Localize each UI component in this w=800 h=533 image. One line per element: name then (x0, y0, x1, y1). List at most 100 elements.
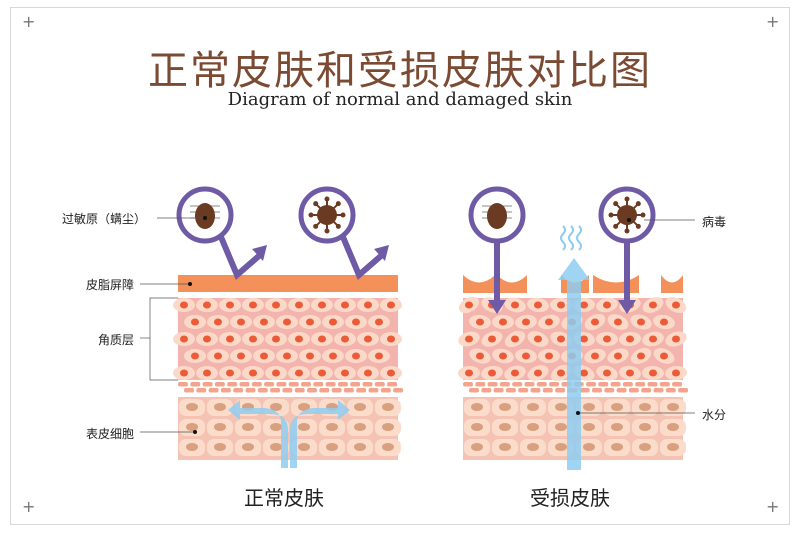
page-subtitle: Diagram of normal and damaged skin (227, 89, 573, 110)
cell-nucleus (583, 423, 595, 431)
granular-cell (586, 382, 596, 387)
cell-nucleus (283, 318, 291, 326)
granular-cell (288, 382, 299, 387)
cell-nucleus (471, 443, 483, 451)
cell-nucleus (318, 335, 326, 343)
leader-dot (203, 216, 207, 220)
cell-nucleus (667, 443, 679, 451)
granular-cell (530, 388, 541, 393)
damaged-skin-panel (458, 275, 689, 460)
cell-nucleus (180, 301, 188, 309)
granular-cell (555, 388, 566, 393)
granular-cell (469, 388, 479, 393)
cell-nucleus (476, 318, 484, 326)
cell-nucleus (639, 423, 651, 431)
cell-nucleus (260, 352, 268, 360)
arrowhead (488, 300, 506, 314)
virus-spike-tip (613, 201, 619, 207)
cell-nucleus (603, 369, 611, 377)
cell-nucleus (499, 352, 507, 360)
cell-nucleus (580, 301, 588, 309)
cell-nucleus (555, 403, 567, 411)
cell-nucleus (180, 369, 188, 377)
granular-cell (276, 382, 287, 387)
cell-nucleus (499, 443, 511, 451)
granular-cell (481, 388, 492, 393)
granular-cell (549, 382, 560, 387)
granular-cell (343, 388, 354, 393)
granular-cell (579, 388, 590, 393)
cell-nucleus (580, 369, 588, 377)
granular-cell (362, 382, 373, 387)
granular-cell (542, 388, 553, 393)
granular-cell (331, 388, 342, 393)
cell-nucleus (667, 423, 679, 431)
cell-nucleus (341, 301, 349, 309)
cell-nucleus (295, 335, 303, 343)
broken-barrier-piece (497, 275, 527, 293)
virus-spike-tip (324, 196, 330, 202)
cell-nucleus (672, 301, 680, 309)
granular-cell (635, 382, 646, 387)
cell-nucleus (527, 423, 539, 431)
granular-cell (239, 382, 250, 387)
cell-nucleus (534, 301, 542, 309)
cell-nucleus (511, 369, 519, 377)
granular-cell (301, 382, 311, 387)
granular-cell (270, 388, 281, 393)
cell-nucleus (203, 335, 211, 343)
dust-mite-icon (487, 203, 507, 229)
granular-cell (512, 382, 523, 387)
granular-cell (592, 388, 602, 393)
deflect-arrow (340, 235, 384, 280)
granular-cell (487, 382, 498, 387)
granular-cell (387, 382, 398, 387)
granular-cell (380, 388, 391, 393)
granular-cell (374, 382, 385, 387)
granular-cell (499, 382, 510, 387)
cell-nucleus (272, 301, 280, 309)
cell-nucleus (527, 403, 539, 411)
cell-nucleus (465, 335, 473, 343)
cell-nucleus (614, 352, 622, 360)
cell-nucleus (298, 423, 310, 431)
cell-nucleus (534, 335, 542, 343)
cell-nucleus (191, 318, 199, 326)
granular-cell (604, 388, 615, 393)
cell-nucleus (226, 335, 234, 343)
cell-nucleus (522, 318, 530, 326)
granular-cell (178, 382, 188, 387)
evaporation-wave-icon (568, 225, 574, 251)
cell-nucleus (583, 403, 595, 411)
cell-nucleus (555, 423, 567, 431)
label-moisture: 水分 (702, 408, 727, 422)
virus-spike-tip (635, 201, 641, 207)
granular-cell (641, 388, 652, 393)
cell-nucleus (649, 301, 657, 309)
cell-nucleus (214, 318, 222, 326)
cell-nucleus (260, 318, 268, 326)
granular-cell (518, 388, 529, 393)
label-virus: 病毒 (702, 215, 727, 229)
granular-cell (475, 382, 486, 387)
granular-cell (536, 382, 547, 387)
cell-nucleus (672, 369, 680, 377)
virus-spike-tip (624, 228, 630, 234)
virus-spike-tip (308, 212, 314, 218)
cell-nucleus (352, 352, 360, 360)
broken-barrier-piece (463, 275, 495, 293)
leader-dot (188, 282, 192, 286)
cell-nucleus (591, 352, 599, 360)
evaporation-wave-icon (576, 225, 582, 251)
granular-cell (598, 382, 609, 387)
cell-nucleus (545, 318, 553, 326)
granular-cell (505, 388, 516, 393)
cell-nucleus (603, 335, 611, 343)
granular-cell (220, 388, 231, 393)
cell-nucleus (660, 352, 668, 360)
granular-cell (264, 382, 275, 387)
cell-nucleus (583, 443, 595, 451)
corner-mark: + (22, 12, 36, 31)
cell-nucleus (237, 318, 245, 326)
label-allergen: 过敏原（螨尘） (62, 212, 147, 226)
